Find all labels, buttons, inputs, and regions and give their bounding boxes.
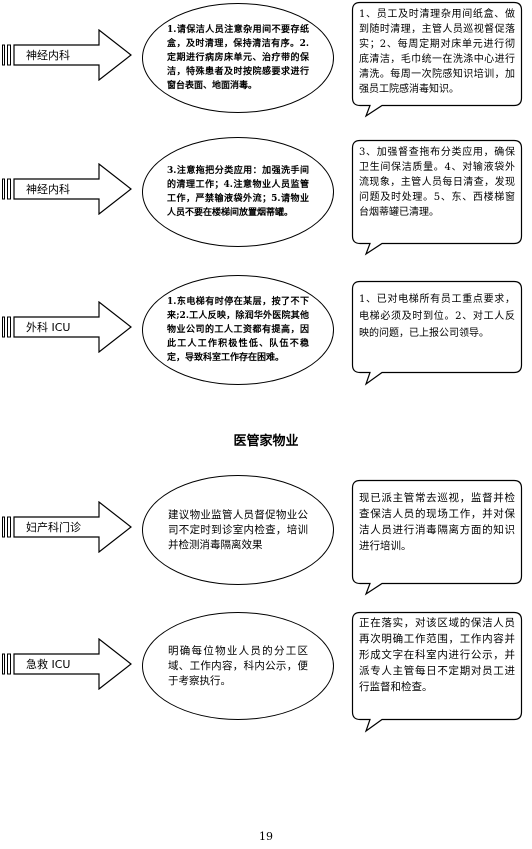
bubble-shape: [351, 479, 523, 596]
bubble-shape: [351, 139, 523, 256]
problem-ellipse-3: 1.东电梯有时停在某层，按了不下来;2.工人反映，除润华外医院其他物业公司的工人…: [142, 275, 334, 385]
dept-arrow-5: 急救 ICU: [2, 638, 132, 690]
dept-label: 急救 ICU: [26, 658, 71, 671]
bubble-shape: [351, 1, 523, 118]
response-bubble-4: 现已派主管常去巡视，监督并检查保洁人员的现场工作，并对保洁人员进行消毒隔离方面的…: [351, 479, 523, 596]
dept-label: 神经内科: [26, 183, 70, 196]
dept-label: 妇产科门诊: [26, 521, 81, 534]
response-text: 正在落实，对该区域的保洁人员再次明确工作范围，工作内容并形成文字在科室内进行公示…: [359, 617, 515, 693]
bubble-shape: [351, 611, 523, 733]
response-bubble-5: 正在落实，对该区域的保洁人员再次明确工作范围，工作内容并形成文字在科室内进行公示…: [351, 611, 523, 733]
page-number: 19: [259, 830, 273, 843]
bubble-shape: [351, 280, 523, 386]
response-text: 现已派主管常去巡视，监督并检查保洁人员的现场工作，并对保洁人员进行消毒隔离方面的…: [359, 492, 515, 552]
section-title: 医管家物业: [233, 434, 299, 449]
dept-arrow-4: 妇产科门诊: [2, 501, 132, 553]
arrow-shape: [2, 29, 132, 81]
dept-arrow-2: 神经内科: [2, 163, 132, 215]
problem-text: 1.请保洁人员注意杂用间不要存纸盒，及时清理，保持清洁有序。2.定期进行病房床单…: [167, 25, 309, 91]
problem-text: 1.东电梯有时停在某层，按了不下来;2.工人反映，除润华外医院其他物业公司的工人…: [167, 297, 309, 363]
problem-text: 建议物业监管人员督促物业公司不定时到诊室内检查，培训并检测消毒隔离效果: [168, 508, 308, 551]
response-text: 3、加强督查拖布分类应用，确保卫生间保洁质量。4、对输液袋外流现象，主管人员每日…: [359, 147, 515, 218]
arrow-shape: [2, 638, 132, 690]
response-bubble-1: 1、员工及时清理杂用间纸盒、做到随时清理，主管人员巡视督促落实；2、每周定期对床…: [351, 1, 523, 118]
response-bubble-2: 3、加强督查拖布分类应用，确保卫生间保洁质量。4、对输液袋外流现象，主管人员每日…: [351, 139, 523, 256]
dept-arrow-1: 神经内科: [2, 29, 132, 81]
problem-text: 明确每位物业人员的分工区域、工作内容，科内公示，便于考察执行。: [168, 644, 308, 687]
dept-label: 外科 ICU: [26, 321, 71, 334]
problem-ellipse-5: 明确每位物业人员的分工区域、工作内容，科内公示，便于考察执行。: [142, 612, 334, 720]
dept-arrow-3: 外科 ICU: [2, 301, 132, 353]
response-bubble-3: 1、已对电梯所有员工重点要求，电梯必须及时到位。2、对工人反映的问题，已上报公司…: [351, 280, 523, 386]
problem-ellipse-4: 建议物业监管人员督促物业公司不定时到诊室内检查，培训并检测消毒隔离效果: [142, 475, 334, 585]
problem-text: 3.注意拖把分类应用：加强洗手间的清理工作；4.注意物业人员监管工作，严禁输液袋…: [167, 166, 309, 218]
arrow-shape: [2, 501, 132, 553]
problem-ellipse-2: 3.注意拖把分类应用：加强洗手间的清理工作；4.注意物业人员监管工作，严禁输液袋…: [142, 137, 334, 247]
problem-ellipse-1: 1.请保洁人员注意杂用间不要存纸盒，及时清理，保持清洁有序。2.定期进行病房床单…: [142, 3, 334, 113]
response-text: 1、员工及时清理杂用间纸盒、做到随时清理，主管人员巡视督促落实；2、每周定期对床…: [359, 9, 515, 95]
response-text: 1、已对电梯所有员工重点要求，电梯必须及时到位。2、对工人反映的问题，已上报公司…: [359, 294, 515, 339]
arrow-shape: [2, 163, 132, 215]
arrow-shape: [2, 301, 132, 353]
dept-label: 神经内科: [26, 49, 70, 62]
